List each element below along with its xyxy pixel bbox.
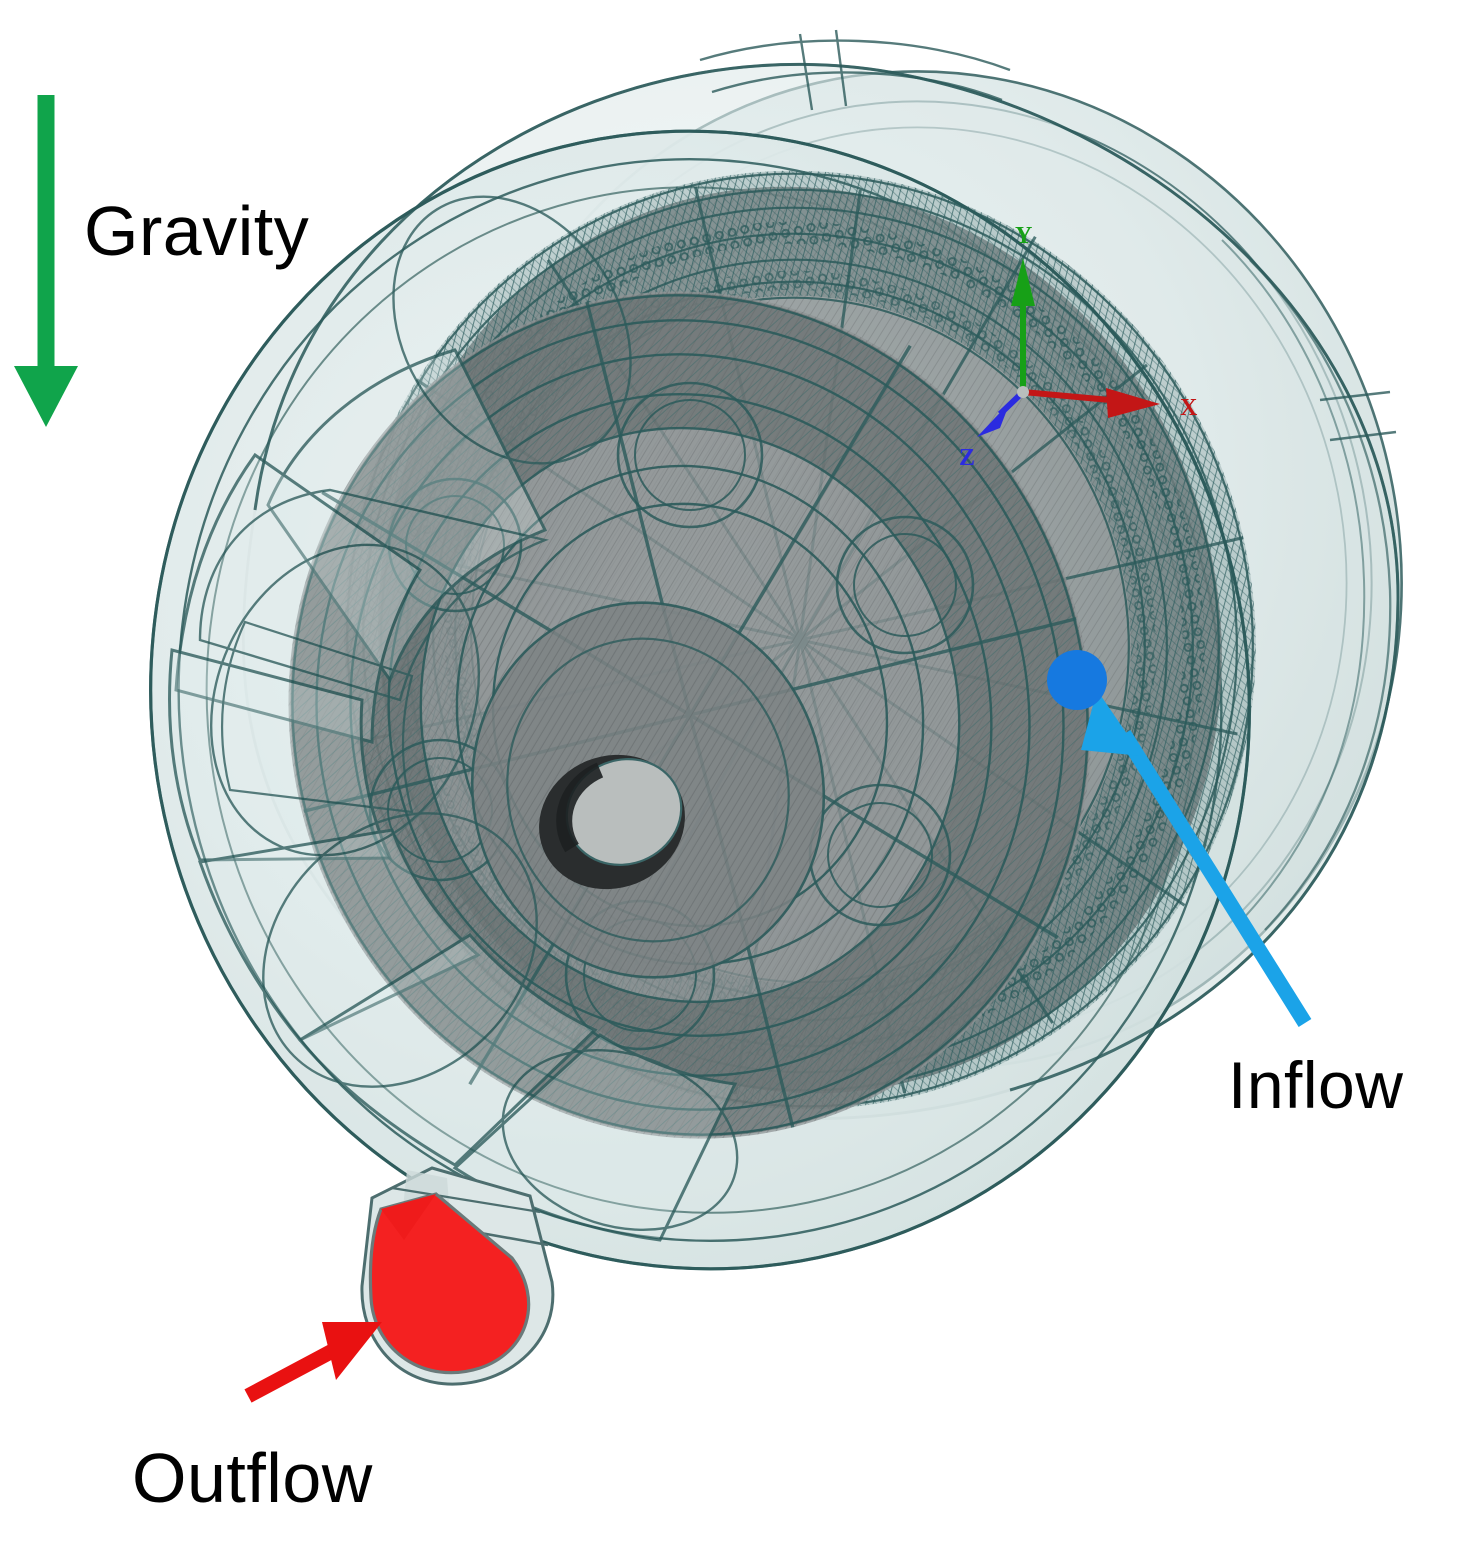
housing-top-detail	[699, 29, 1397, 442]
gravity-arrow	[14, 95, 78, 427]
axes-triad: Y X Z	[959, 223, 1198, 471]
housing-ribs	[168, 195, 739, 1242]
gravity-label: Gravity	[84, 192, 310, 270]
front-face-gear-assembly	[288, 291, 1092, 1139]
outflow-label: Outflow	[132, 1439, 373, 1517]
inflow-marker-circle	[1047, 650, 1107, 710]
inflow-arrow	[1081, 690, 1312, 1027]
outflow-marker	[368, 1192, 531, 1375]
axis-label-x: X	[1180, 395, 1198, 421]
axis-label-y: Y	[1015, 223, 1032, 249]
outflow-arrow	[244, 1322, 382, 1403]
axis-label-z: Z	[959, 445, 975, 471]
inflow-label: Inflow	[1228, 1048, 1404, 1122]
housing-outline	[149, 62, 1400, 1271]
